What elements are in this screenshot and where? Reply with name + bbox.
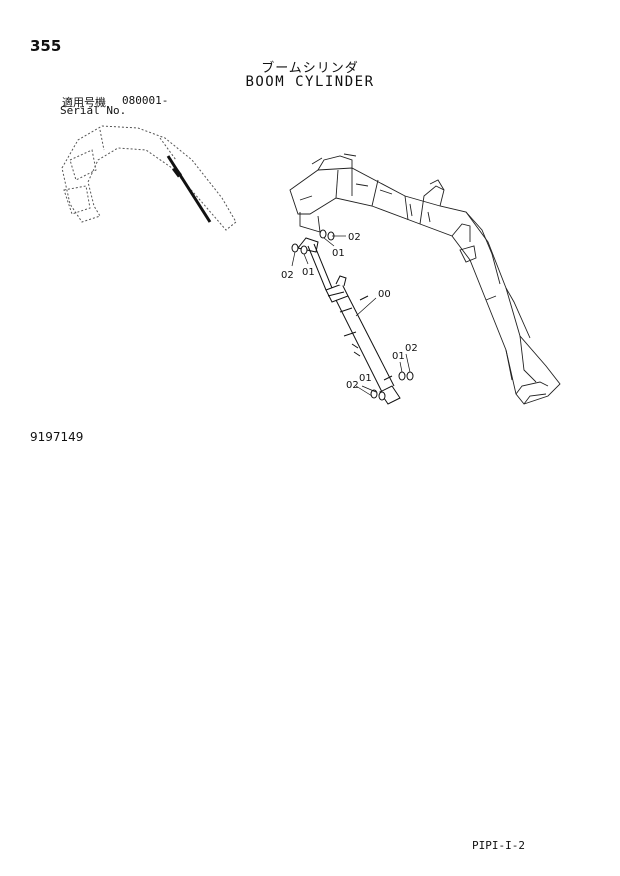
page-title: BOOM CYLINDER [245, 74, 375, 90]
serial-value: 080001- [122, 94, 169, 107]
callout-01-d: 01 [392, 351, 405, 362]
pins-washers [291, 229, 414, 401]
keymap-thumbnail [61, 125, 237, 231]
callout-02-c: 02 [346, 380, 359, 391]
boom-cylinder [297, 237, 401, 405]
title-japanese: ブームシリンダ [261, 61, 359, 76]
figure-number: 9197149 [30, 430, 84, 444]
callout-02-a: 02 [281, 270, 294, 281]
boom-outline [289, 153, 561, 405]
leader-lines [291, 235, 411, 397]
serial-label-english: Serial No. [60, 104, 127, 117]
callout-01-b: 01 [332, 248, 345, 259]
page-number: 355 [30, 37, 62, 55]
callout-00: 00 [378, 289, 391, 300]
callout-01-a: 01 [302, 267, 315, 278]
callout-01-c: 01 [359, 373, 372, 384]
callout-labels: 02 01 02 01 00 01 02 01 02 [281, 232, 418, 391]
serial-label-japanese: 適用号機 [62, 96, 106, 109]
page-code: PIPI-I-2 [472, 839, 525, 852]
callout-02-b: 02 [348, 232, 361, 243]
callout-02-d: 02 [405, 343, 418, 354]
keymap-cylinder [166, 155, 212, 223]
